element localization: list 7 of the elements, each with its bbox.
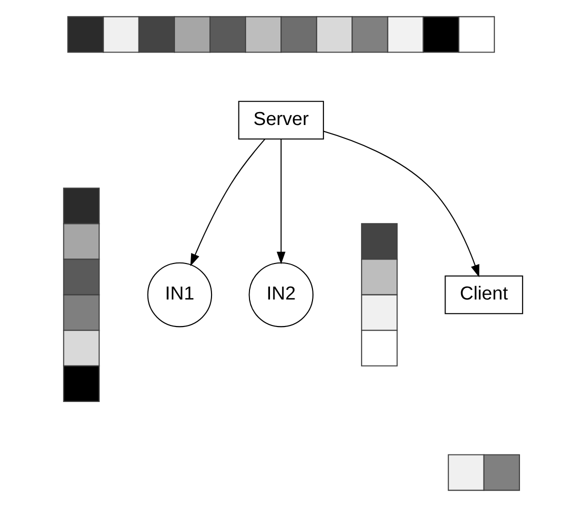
node-circle: IN2 bbox=[248, 262, 314, 328]
node-circle: IN1 bbox=[147, 262, 212, 328]
arrow bbox=[276, 139, 286, 264]
arrow bbox=[190, 138, 266, 266]
arrow bbox=[323, 130, 480, 278]
node-box: Server bbox=[238, 100, 324, 140]
node-box: Client bbox=[444, 275, 524, 314]
